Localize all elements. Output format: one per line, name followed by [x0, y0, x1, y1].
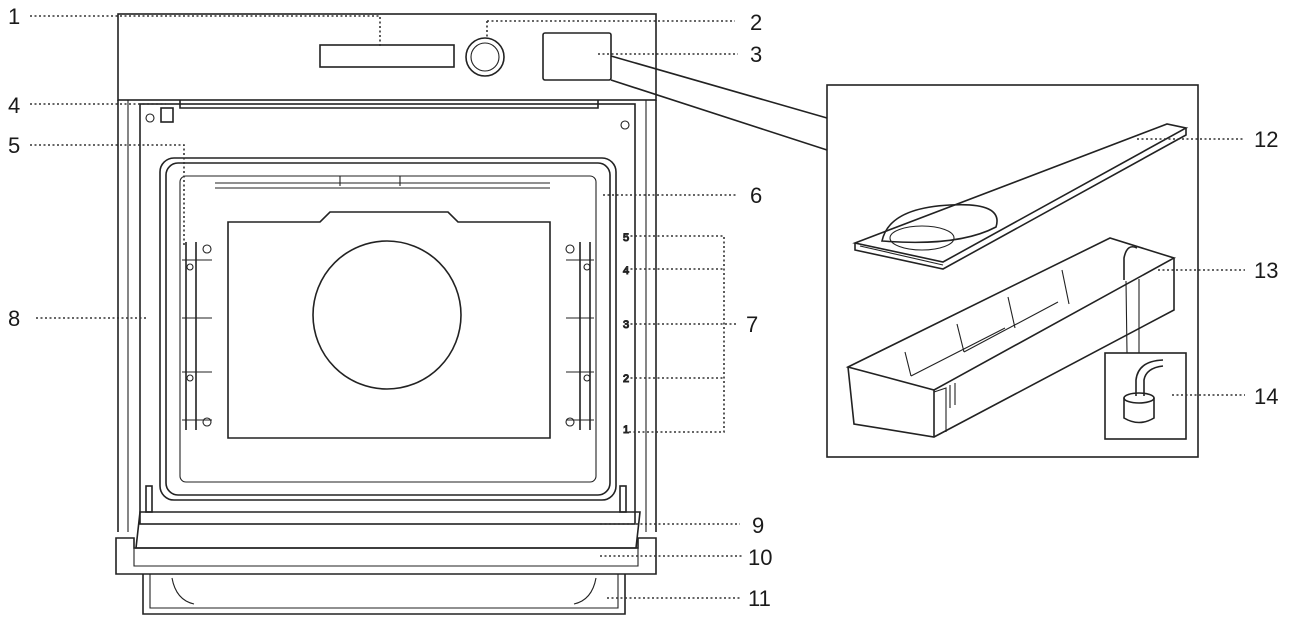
callout-1: 1	[8, 4, 20, 29]
callout-14: 14	[1254, 384, 1278, 409]
oven-housing	[117, 100, 657, 532]
leader-7	[626, 235, 738, 433]
shelf-level-mark-2: 2	[623, 373, 629, 385]
oven-front-frame	[139, 103, 636, 525]
callout-13: 13	[1254, 258, 1278, 283]
shelf-level-mark-1: 1	[623, 424, 629, 436]
door-sensor	[160, 107, 174, 123]
water-tank-detail	[610, 55, 1199, 458]
callout-7: 7	[746, 312, 758, 337]
callout-11: 11	[748, 586, 771, 611]
callout-5: 5	[8, 133, 20, 158]
door	[115, 537, 657, 575]
hinge-right	[619, 485, 627, 513]
callout-labels: 1 2 3 4 5 6 7 8 9 10 11 12 13 14	[8, 4, 1278, 611]
door-seal	[165, 162, 611, 496]
detail-frame	[826, 84, 1199, 458]
shelf-rail-right	[565, 242, 594, 430]
callout-12: 12	[1254, 127, 1278, 152]
shelf-level-mark-3: 3	[623, 319, 629, 331]
callout-6: 6	[750, 183, 762, 208]
water-tank-flap	[542, 32, 612, 81]
oven-cavity-outer	[159, 157, 617, 501]
door-inner-panel	[135, 511, 641, 549]
shelf-rail-left	[182, 242, 212, 430]
callout-3: 3	[750, 42, 762, 67]
water-tank	[845, 237, 1177, 438]
callout-10: 10	[748, 545, 772, 570]
oven: 5 4 3 2 1	[115, 13, 657, 615]
oven-cavity-inner	[179, 175, 597, 483]
shelf-level-mark-4: 4	[623, 265, 629, 277]
leader-1	[30, 15, 381, 48]
lamp-left	[145, 113, 155, 123]
filter	[1123, 359, 1164, 424]
hinge-left	[145, 485, 153, 513]
door-handle	[142, 574, 626, 615]
fan-cover	[312, 240, 462, 390]
callout-8: 8	[8, 306, 20, 331]
callout-2: 2	[750, 10, 762, 35]
callout-9: 9	[752, 513, 764, 538]
tank-lid	[852, 123, 1189, 270]
control-knob-inner	[470, 42, 500, 72]
leader-5	[30, 144, 185, 245]
display	[319, 44, 455, 68]
lamp-right	[620, 120, 630, 130]
control-panel	[117, 13, 657, 101]
callout-4: 4	[8, 93, 20, 118]
back-wall	[227, 211, 551, 439]
control-knob	[465, 37, 505, 77]
filter-detail-frame	[1104, 352, 1187, 440]
leader-lines	[30, 15, 1245, 599]
shelf-level-mark-5: 5	[623, 232, 629, 244]
